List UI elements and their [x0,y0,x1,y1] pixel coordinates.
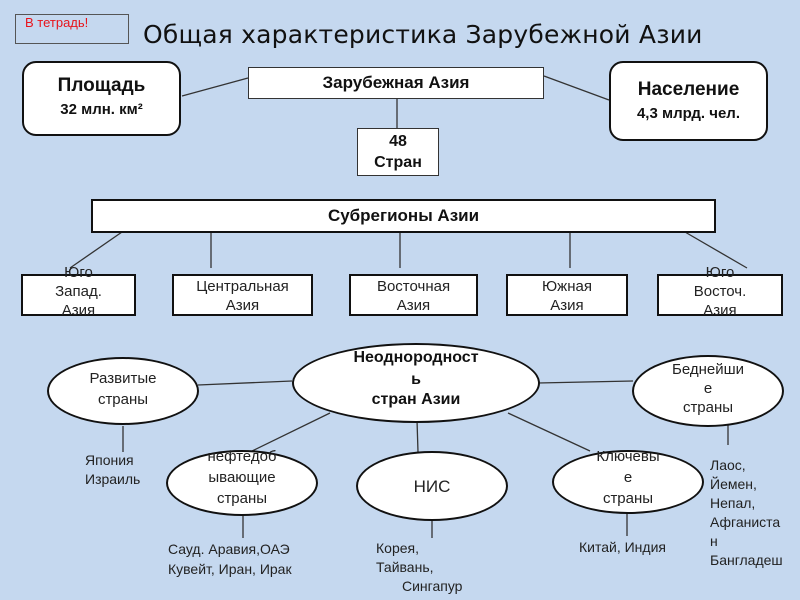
oil-example: Кувейт, Иран, Ирак [168,561,292,577]
poorest-example: Непал, [710,495,756,511]
subregions-header-label: Субрегионы Азии [327,206,480,225]
subregion-south: Южная Азия [506,274,628,316]
area-label: Площадь [57,75,146,96]
poorest-text: Беднейши е страны [632,360,784,417]
oil-text: нефтедоб ывающие страны [166,446,318,509]
oil-line3: страны [216,490,268,507]
poorest-example: н [710,533,718,549]
key-line2: е [623,469,633,486]
subregions-header: Субрегионы Азии [91,199,716,233]
foreign-asia-label: Зарубежная Азия [322,73,470,92]
key-examples: Китай, Индия [579,538,666,557]
nis-ellipse: НИС [356,451,508,521]
developed-example: Япония [85,452,134,468]
connector-developed [197,380,293,386]
heterogeneity-line3: стран Азии [371,391,461,408]
connector-nis [416,419,419,453]
heterogeneity-ellipse [292,343,540,423]
countries-number: 48 [389,133,407,150]
subregion-south-line1: Южная [542,278,592,295]
countries-label: Стран [374,154,422,171]
subregion-central-line2: Азия [225,297,260,314]
heterogeneity-text: Неоднородност ь стран Азии [292,347,540,411]
heterogeneity-line1: Неоднородност [353,349,479,366]
subregion-south-line2: Азия [550,297,584,314]
area-value: 32 млн. км² [60,101,143,118]
oil-line2: ывающие [208,469,276,486]
foreign-asia-box: Зарубежная Азия [248,67,544,99]
heterogeneity-line2: ь [411,371,421,388]
connector-poorest [537,380,634,384]
key-ellipse [552,450,704,514]
developed-line1: Развитые [89,370,157,387]
connector-population [543,75,610,101]
subregion-southeast-text: Юго Восточ. Азия [657,263,783,320]
subregion-southeast-line2: Восточ. [693,283,747,300]
page-title: Общая характеристика Зарубежной Азии [143,20,703,49]
subregion-southwest-line3: Азия [61,302,96,319]
nis-examples: Корея, Тайвань, Сингапур [376,539,462,596]
subregion-central: Центральная Азия [172,274,313,316]
nis-example: Корея, [376,540,419,556]
subregion-southwest-text: Юго Запад. Азия [21,263,136,320]
subregion-central-line1: Центральная [196,278,289,295]
subregion-southeast-line3: Азия [703,302,737,319]
poorest-line3: страны [682,399,734,416]
key-line3: страны [602,490,654,507]
subregion-east: Восточная Азия [349,274,478,316]
subregion-southwest [21,274,136,316]
oil-examples: Сауд. Аравия,ОАЭ Кувейт, Иран, Ирак [168,539,292,579]
key-example: Китай, Индия [579,539,666,555]
population-label: Население [637,79,740,100]
subregion-southeast [657,274,783,316]
poorest-examples: Лаос, Йемен, Непал, Афганиста н Бангладе… [710,456,783,570]
oil-ellipse [166,450,318,516]
developed-text: Развитые страны [47,368,199,410]
oil-line1: нефтедоб [207,448,277,465]
poorest-example: Афганиста [710,514,781,530]
subregion-southwest-line1: Юго [64,264,93,281]
note-text: В тетрадь! [25,15,89,30]
developed-examples: Япония Израиль [85,451,140,489]
connector-area [181,77,249,97]
note-box [15,14,129,44]
developed-example: Израиль [85,471,141,487]
area-box: Площадь 32 млн. км² [22,61,181,136]
poorest-example: Йемен, [710,476,757,492]
population-box: Население 4,3 млрд. чел. [609,61,768,141]
subregion-east-line1: Восточная [376,278,451,295]
subregion-southeast-line1: Юго [705,264,735,281]
oil-example: Сауд. Аравия,ОАЭ [168,541,290,557]
developed-line2: страны [97,391,149,408]
countries-box: 48 Стран [357,128,439,176]
poorest-ellipse [632,355,784,427]
nis-label: НИС [413,476,451,496]
subregion-east-line2: Азия [396,297,431,314]
poorest-line2: е [703,380,713,397]
poorest-example: Лаос, [710,457,746,473]
subregion-southwest-line2: Запад. [55,283,102,300]
population-value: 4,3 млрд. чел. [636,105,741,122]
poorest-line1: Беднейши [671,361,745,378]
key-line1: Ключевы [596,448,660,465]
nis-example: Тайвань, [376,559,434,575]
key-text: Ключевы е страны [552,446,704,509]
poorest-example: Бангладеш [710,552,783,568]
nis-example: Сингапур [402,578,463,594]
developed-ellipse [47,357,199,425]
